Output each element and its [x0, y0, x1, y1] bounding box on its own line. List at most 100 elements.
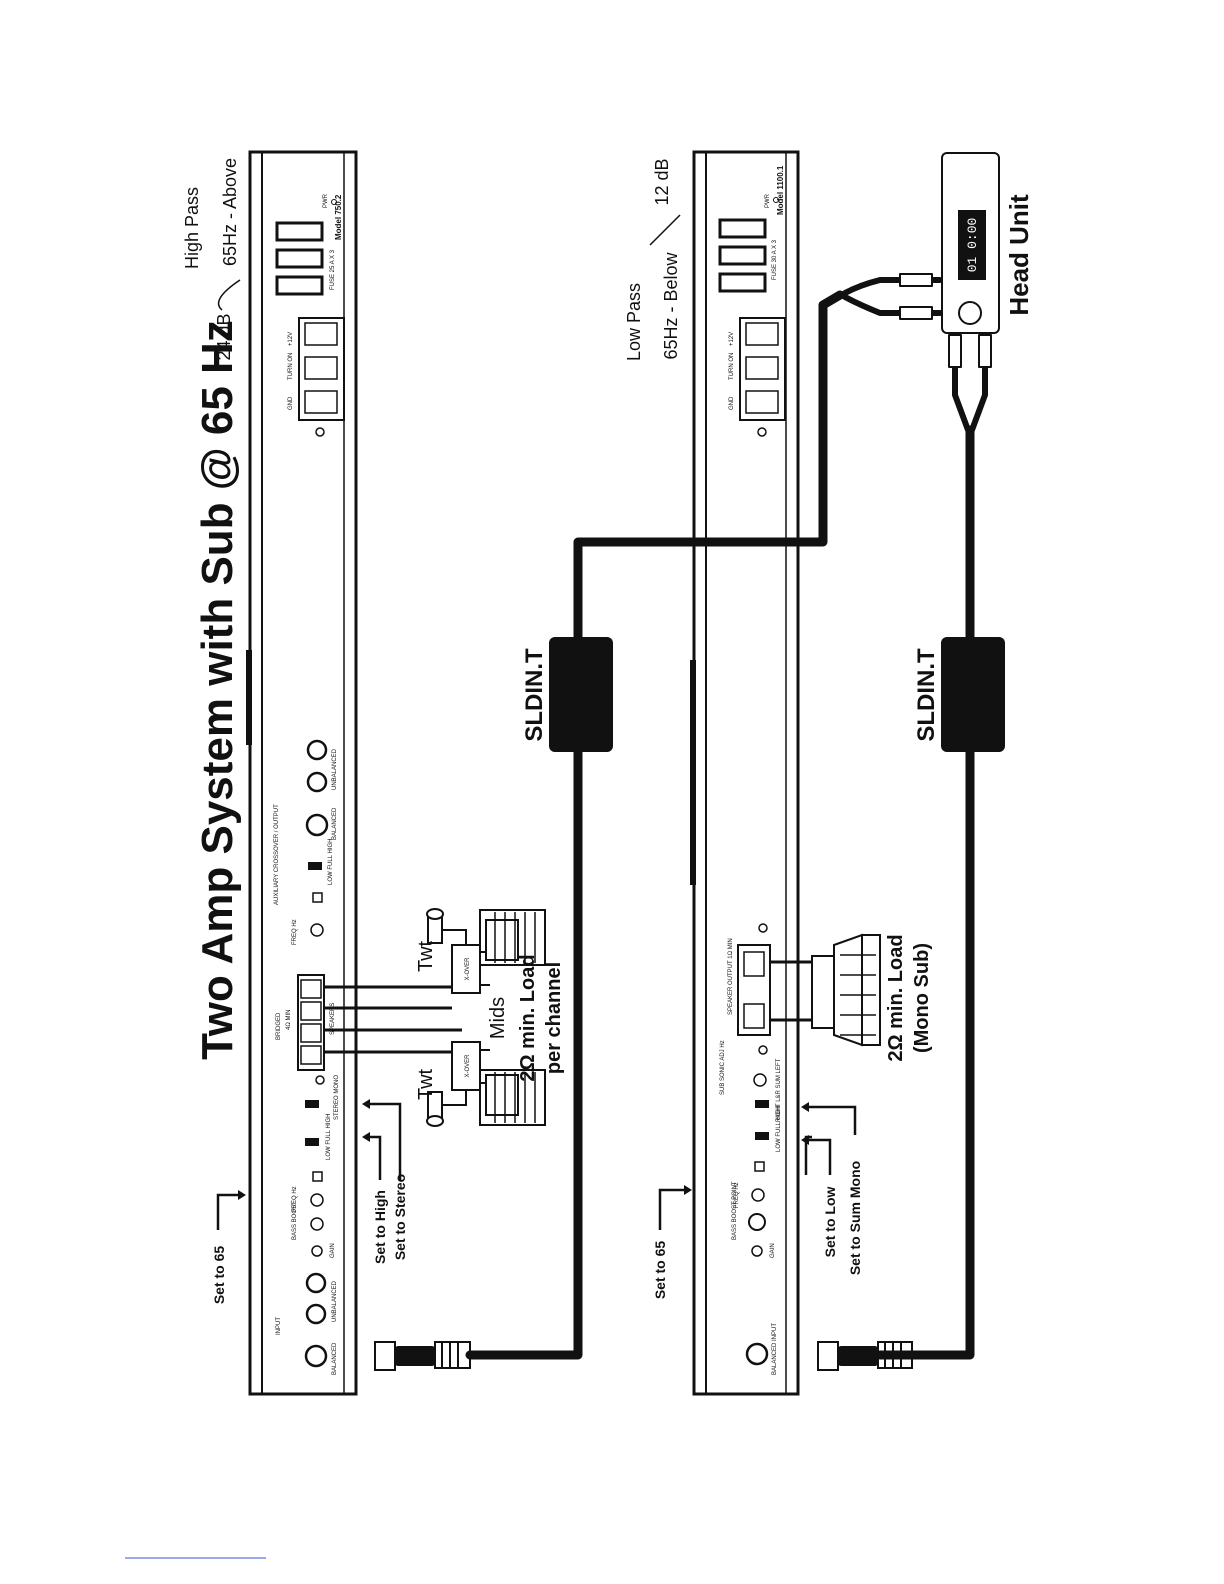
amp1-fuse-label: FUSE 25 A X 3	[330, 249, 336, 290]
amp2-fuse-label: FUSE 30 A X 3	[772, 239, 778, 280]
amp1-freq-knob	[310, 1193, 324, 1207]
amp1-setting-arrows	[216, 1102, 857, 1230]
sldin-a-label: SLDIN.T	[521, 648, 548, 742]
amp2-terminal-gnd: GND	[729, 396, 735, 410]
twt-bottom-label: Twt	[415, 1068, 437, 1100]
amp1-power-terminal: GND TURN ON +12V	[288, 317, 345, 437]
set-to-high: Set to High	[372, 1190, 388, 1264]
xover-top: X-OVER	[440, 929, 490, 994]
high-pass-freq: 65Hz - Above	[220, 158, 240, 266]
xover-bottom-label: X-OVER	[465, 1054, 471, 1078]
tweeter-top: Twt	[415, 908, 444, 972]
amp1-input-label: INPUT	[276, 1317, 282, 1335]
amp1-input-balanced-jack	[304, 1344, 328, 1368]
head-unit-display-text: 01 0:00	[965, 218, 980, 273]
balanced-plug-amp2	[817, 1341, 913, 1371]
amp1-bass-boost-knob	[310, 1217, 324, 1231]
setting-arrowheads	[238, 1099, 809, 1200]
sldin-b-label: SLDIN.T	[913, 648, 940, 742]
amp2-speaker-output: SPEAKER OUTPUT 1Ω MIN	[728, 923, 771, 1055]
amp2-right-left-label: RIGHT L&R SUM LEFT	[776, 1058, 782, 1122]
amp1-bass-boost-label: BASS BOOST	[292, 1201, 298, 1240]
low-pass-slope-curve	[649, 214, 681, 246]
amplifier-1100-1: Model 1100.1 PWR FUSE 30 A X 3 GND TURN …	[690, 150, 800, 1396]
balanced-plug-amp1	[374, 1341, 471, 1371]
amp1-load-label: 4Ω MIN	[286, 1010, 292, 1031]
amp1-bridged-label: BRIDGED	[276, 1012, 282, 1040]
amp1-speaker-terminals: BRIDGED SPEAKERS 4Ω MIN	[276, 974, 336, 1071]
amp2-speaker-wires	[770, 960, 812, 1022]
high-pass-slope: 24 dB	[214, 313, 234, 360]
amp1-aux-freq: FREQ Hz	[292, 919, 298, 945]
amp1-aux-balanced-jack	[305, 813, 329, 837]
amplifier-750-2: Model 750.2 PWR FUSE 25 A X 3 GND TURN O…	[246, 150, 358, 1396]
mids-load-label: 2Ω min. Load	[517, 954, 539, 1081]
set-to-stereo: Set to Stereo	[392, 1174, 408, 1260]
amp1-input-rca-l	[305, 1303, 327, 1325]
amp1-aux-low-full: LOW FULL HIGH	[328, 839, 334, 885]
amp1-speaker-wires	[324, 985, 462, 1054]
mids-label: Mids	[487, 997, 509, 1039]
mids-load-label-2: per channel	[543, 962, 565, 1074]
mid-speaker-top	[479, 909, 546, 966]
xover-top-label: X-OVER	[465, 957, 471, 981]
head-unit: 01 0:00 Head Unit	[941, 152, 1034, 334]
twt-top-label: Twt	[415, 940, 437, 972]
amp1-terminal-turnon: TURN ON	[288, 353, 294, 380]
amp1-aux-rca-r	[306, 739, 328, 761]
amp2-bass-boost-knob	[748, 1213, 766, 1231]
sldin-converter-b: SLDIN.T	[913, 637, 1005, 752]
amp2-freq-label: FREQ Hz	[734, 1182, 740, 1208]
amp1-aux-crossover-label: AUXILIARY CROSSOVER / OUTPUT	[274, 804, 280, 905]
amp2-speaker-output-label: SPEAKER OUTPUT 1Ω MIN	[728, 938, 734, 1015]
amp1-gain-label: GAIN	[330, 1243, 336, 1258]
set-to-65-amp2: Set to 65	[652, 1241, 668, 1300]
high-pass-slope-curve	[217, 279, 241, 311]
amp2-balanced-input-label: BALANCED INPUT	[772, 1323, 778, 1375]
set-to-65-amp1: Set to 65	[211, 1246, 227, 1305]
head-unit-label: Head Unit	[1004, 194, 1034, 316]
amp1-terminal-gnd: GND	[288, 396, 294, 410]
tweeter-bottom: Twt	[415, 1068, 444, 1127]
amp2-gain-knob	[751, 1245, 763, 1257]
amp2-input-balanced-jack	[745, 1342, 769, 1366]
amp1-aux-freq-knob	[310, 923, 324, 937]
set-to-sum-mono: Set to Sum Mono	[847, 1161, 863, 1275]
amp2-freq-knob	[751, 1188, 765, 1202]
xover-bottom: X-OVER	[440, 1041, 490, 1106]
amp1-terminal-12v: +12V	[288, 332, 294, 346]
amp2-right-left-switch	[755, 1100, 769, 1108]
amp1-model-label: Model 750.2	[334, 194, 343, 240]
amp2-pwr-led	[773, 197, 779, 203]
sub-load-label: 2Ω min. Load	[885, 934, 907, 1061]
amp1-low-full-high-switch	[305, 1138, 319, 1146]
amp1-aux-balanced: BALANCED	[332, 807, 338, 840]
sldin-converter-a: SLDIN.T	[521, 637, 613, 752]
subwoofer	[811, 933, 881, 1047]
amp2-terminal-turnon: TURN ON	[729, 353, 735, 380]
amp1-pwr-label: PWR	[323, 193, 329, 208]
set-to-low: Set to Low	[822, 1187, 838, 1258]
amp2-bass-boost-label: BASS BOOST POINT	[732, 1181, 738, 1240]
amp1-fuse-block: FUSE 25 A X 3	[275, 221, 336, 296]
amp1-stereo-mono-switch	[305, 1100, 319, 1108]
amp2-pwr-label: PWR	[765, 193, 771, 208]
head-unit-display	[958, 210, 986, 280]
low-pass-slope: 12 dB	[652, 158, 672, 205]
amp1-pwr-led	[331, 199, 337, 205]
amp1-gain-knob	[311, 1245, 323, 1257]
amp1-input-balanced: BALANCED	[332, 1342, 338, 1375]
amp1-freq-label: FREQ Hz	[292, 1186, 298, 1212]
low-pass-freq: 65Hz - Below	[661, 251, 681, 359]
amp1-aux-switch	[308, 862, 322, 870]
amp2-model-label: Model 1100.1	[776, 165, 785, 215]
amp2-fuse-block: FUSE 30 A X 3	[718, 218, 778, 293]
amp1-input-unbalanced: UNBALANCED	[332, 1280, 338, 1322]
head-unit-volume-knob	[958, 301, 982, 325]
amp2-low-full-switch	[755, 1132, 769, 1140]
amp2-terminal-12v: +12V	[729, 332, 735, 346]
amp2-subsonic-label: SUB SONIC ADJ Hz	[720, 1040, 726, 1095]
amp1-lfh-label: LOW FULL HIGH	[326, 1114, 332, 1160]
amp1-input-rca-r	[305, 1272, 327, 1294]
